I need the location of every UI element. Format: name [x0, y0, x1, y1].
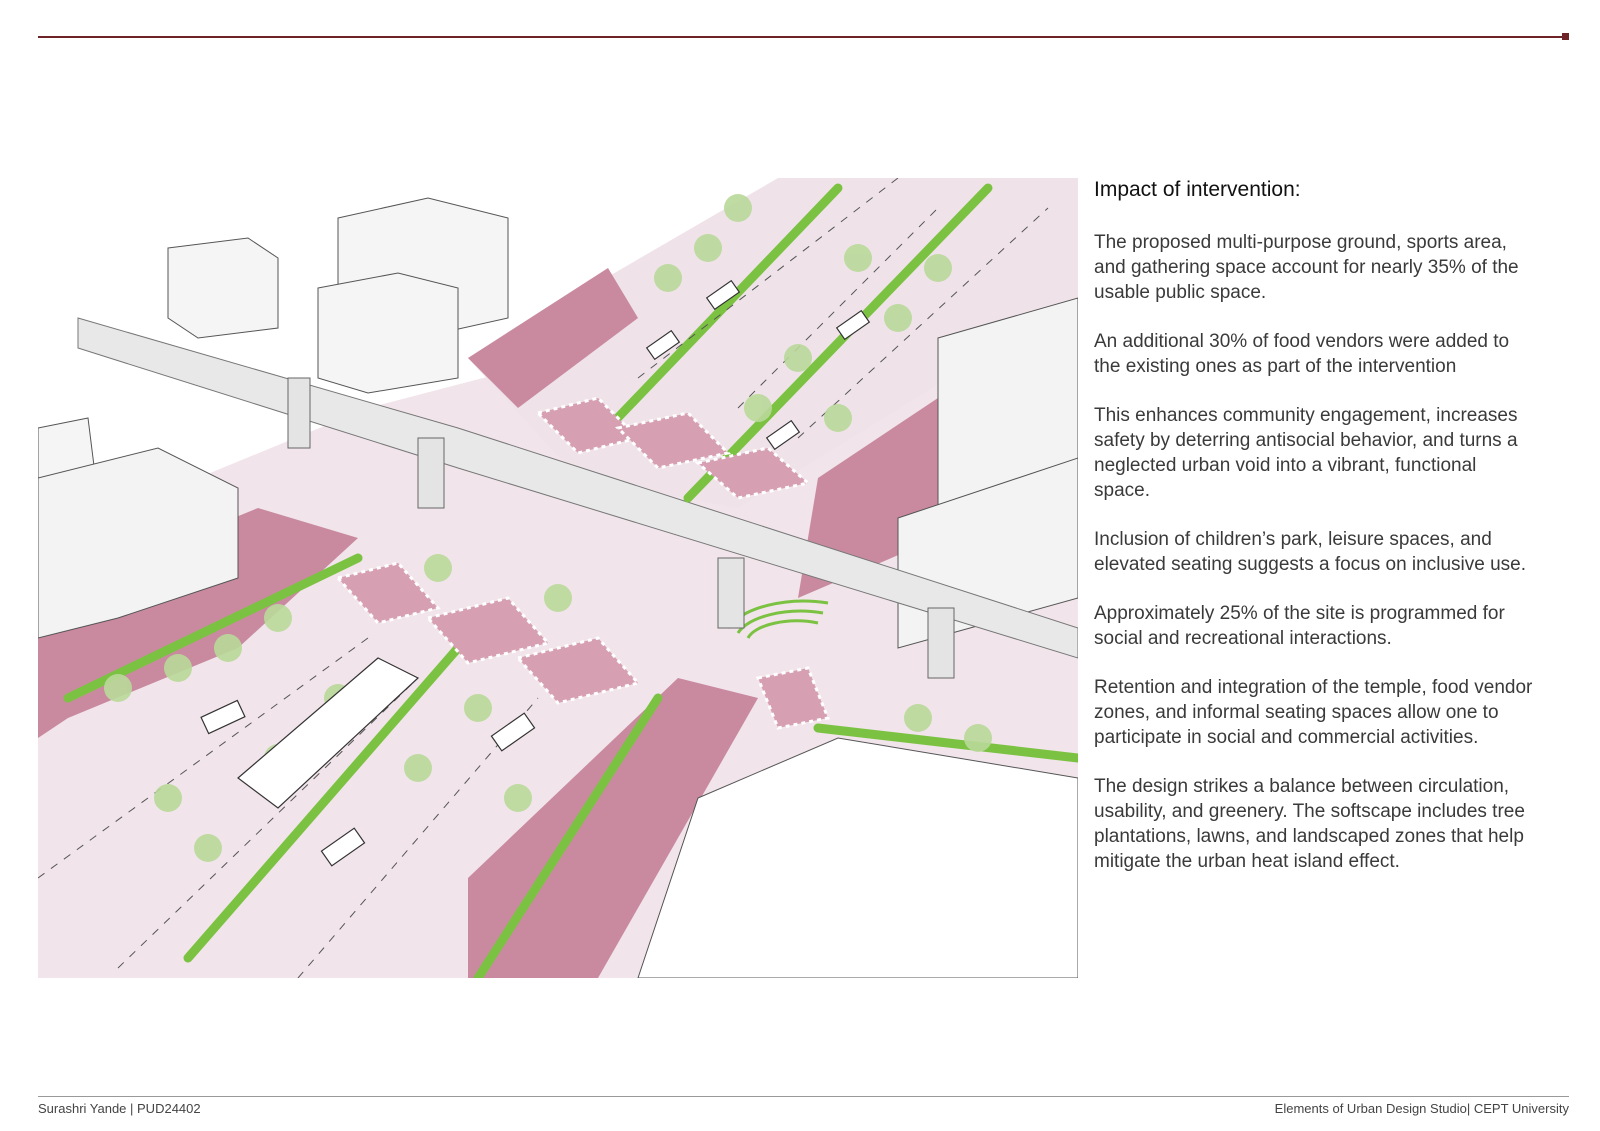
footer-author: Surashri Yande | PUD24402 — [38, 1101, 201, 1116]
paragraph-food-vendors: An additional 30% of food vendors were a… — [1094, 331, 1510, 377]
bus — [237, 657, 420, 809]
paragraph-inclusion: Inclusion of children’s park, leisure sp… — [1094, 529, 1526, 575]
section-heading: Impact of intervention: — [1094, 178, 1301, 201]
paragraph-usable-space: The proposed multi-purpose ground, sport… — [1094, 232, 1519, 303]
zebra-crossings — [335, 396, 831, 730]
building-block-south-east — [637, 737, 1078, 978]
footer-studio: Elements of Urban Design Studio| CEPT Un… — [1274, 1101, 1569, 1116]
top-rule-end-marker — [1562, 33, 1569, 40]
building-block-north-west — [38, 197, 509, 519]
footpath-north-west — [468, 268, 638, 408]
paragraph-retention: Retention and integration of the temple,… — [1094, 677, 1533, 748]
paragraph-social-programming: Approximately 25% of the site is program… — [1094, 603, 1505, 649]
paragraph-community-engagement: This enhances community engagement, incr… — [1094, 405, 1518, 501]
building-block-west — [38, 447, 239, 639]
footpath-south-east — [468, 678, 758, 978]
building-block-east — [897, 297, 1078, 649]
top-rule — [38, 36, 1562, 38]
text-panel: Impact of intervention: The proposed mul… — [1094, 178, 1534, 898]
metro-pillars — [287, 377, 955, 679]
vehicles — [200, 279, 871, 867]
paragraph-design-balance: The design strikes a balance between cir… — [1094, 776, 1525, 872]
metro-deck — [77, 317, 1078, 659]
bottom-rule — [38, 1096, 1569, 1097]
intersection-axonometric-illustration — [38, 178, 1078, 978]
